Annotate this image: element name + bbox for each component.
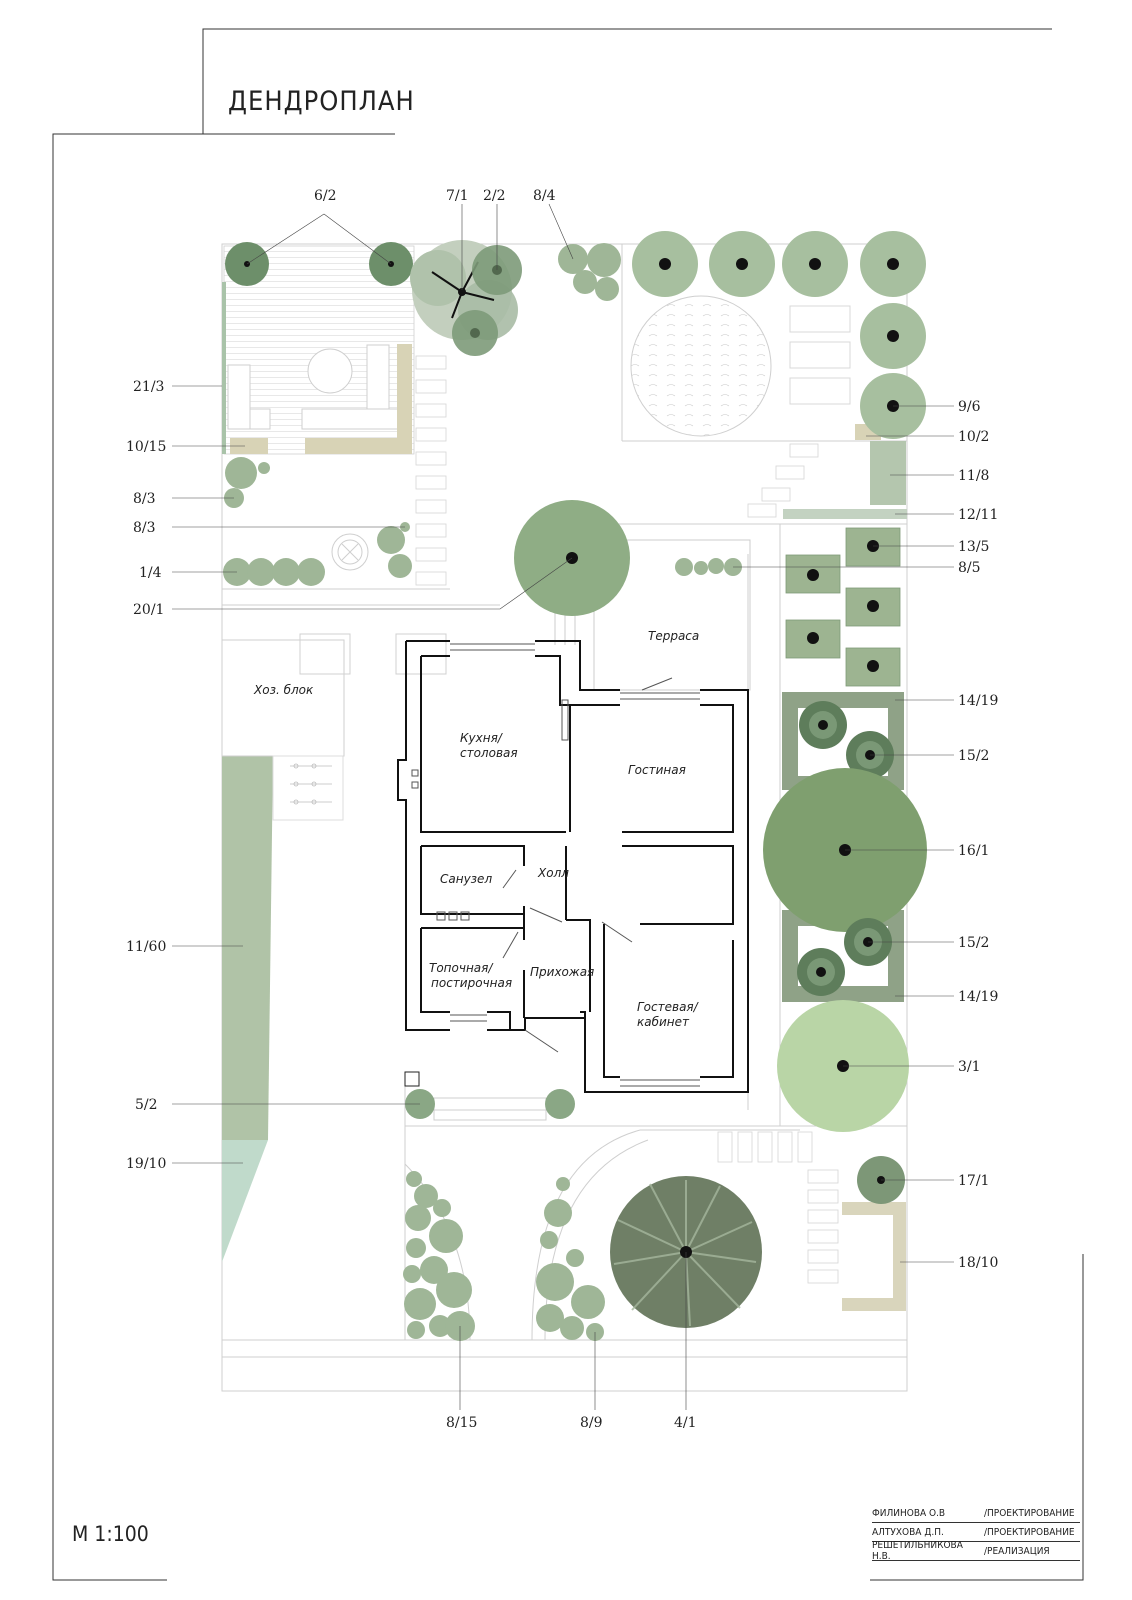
room-boiler-line1: Топочная/ [429,961,494,975]
shrubs-8-9 [536,1177,605,1341]
label-8-5: 8/5 [958,560,981,576]
bed-centers-13-5 [807,540,879,672]
label-13-5: 13/5 [958,539,989,555]
room-guest-line2: кабинет [637,1015,690,1029]
scale-label: М 1:100 [72,1522,149,1546]
house-windows [411,643,700,1087]
label-9-6: 9/6 [958,399,981,415]
lawn-strip [221,633,447,1262]
credits-block: ФИЛИНОВА О.В /ПРОЕКТИРОВАНИЕ АЛТУХОВА Д.… [872,1504,1080,1562]
label-5-2: 5/2 [135,1097,158,1113]
trees-9-6-centers [659,258,899,412]
label-6-2: 6/2 [314,188,337,204]
shrubs-8-5 [675,558,742,576]
room-shed: Хоз. блок [253,683,314,697]
label-8-3-a: 8/3 [133,491,156,507]
label-3-1: 3/1 [958,1059,981,1075]
credits-row: ФИЛИНОВА О.В /ПРОЕКТИРОВАНИЕ [872,1504,1080,1523]
label-10-15: 10/15 [126,439,166,455]
raised-beds [785,527,901,687]
label-18-10: 18/10 [958,1255,998,1271]
plant-labels: 6/2 7/1 2/2 8/4 21/3 10/15 8/3 8/3 1/4 2… [126,188,998,1431]
label-16-1: 16/1 [958,843,989,859]
fountain [331,533,369,571]
stepping-stones [415,355,839,1284]
label-11-60: 11/60 [126,939,166,955]
shrubs-8-3 [224,457,412,578]
room-labels: Терраса Хоз. блок Кухня/ столовая Гостин… [253,629,700,1029]
label-1-4: 1/4 [139,565,162,581]
shrubs-5-2 [405,1089,575,1119]
page-title: ДЕНДРОПЛАН [228,86,415,117]
label-14-19-b: 14/19 [958,989,998,1005]
bench-18-10 [842,1202,906,1311]
room-living: Гостиная [628,763,686,777]
label-17-1: 17/1 [958,1173,989,1189]
room-guest-line1: Гостевая/ [637,1000,700,1014]
label-8-4: 8/4 [533,188,556,204]
credit-role: /РЕАЛИЗАЦИЯ [984,1545,1050,1557]
credit-name: РЕШЕТИЛЬНИКОВА Н.В. [872,1540,963,1562]
room-kitchen-line2: столовая [460,746,518,760]
shrubs-8-4 [558,243,621,301]
label-19-10: 19/10 [126,1156,166,1172]
label-20-1: 20/1 [133,602,164,618]
room-entry: Прихожая [530,965,594,979]
shrubs-1-4 [223,558,325,586]
label-11-8: 11/8 [958,468,989,484]
label-15-2-a: 15/2 [958,748,989,764]
credit-role: /ПРОЕКТИРОВАНИЕ [984,1507,1075,1519]
credits-row: АЛТУХОВА Д.П. /ПРОЕКТИРОВАНИЕ [872,1523,1080,1542]
label-2-2: 2/2 [483,188,506,204]
house-walls [397,640,749,1093]
room-bathroom: Санузел [440,872,492,886]
credits-row: РЕШЕТИЛЬНИКОВА Н.В. /РЕАЛИЗАЦИЯ [872,1540,1080,1562]
credit-name: ФИЛИНОВА О.В [872,1507,946,1519]
credit-name: АЛТУХОВА Д.П. [872,1526,944,1538]
label-10-2: 10/2 [958,429,989,445]
label-12-11: 12/11 [958,507,998,523]
room-terrace: Терраса [648,629,699,643]
label-8-9: 8/9 [580,1415,603,1431]
label-14-19-a: 14/19 [958,693,998,709]
leader-lines [172,203,954,1410]
label-21-3: 21/3 [133,379,164,395]
pool-area [630,295,907,519]
label-15-2-b: 15/2 [958,935,989,951]
label-4-1: 4/1 [674,1415,697,1431]
credit-role: /ПРОЕКТИРОВАНИЕ [984,1526,1075,1538]
label-8-3-b: 8/3 [133,520,156,536]
room-hall: Холл [537,866,569,880]
room-boiler-line2: постирочная [431,976,512,990]
label-7-1: 7/1 [446,188,469,204]
room-kitchen-line1: Кухня/ [460,731,504,745]
sheet-frame [52,28,1084,1581]
shrubs-8-15 [403,1171,475,1341]
shrub-frames [782,692,904,1002]
label-8-15: 8/15 [446,1415,477,1431]
shrubs-15-2-a [799,701,894,779]
